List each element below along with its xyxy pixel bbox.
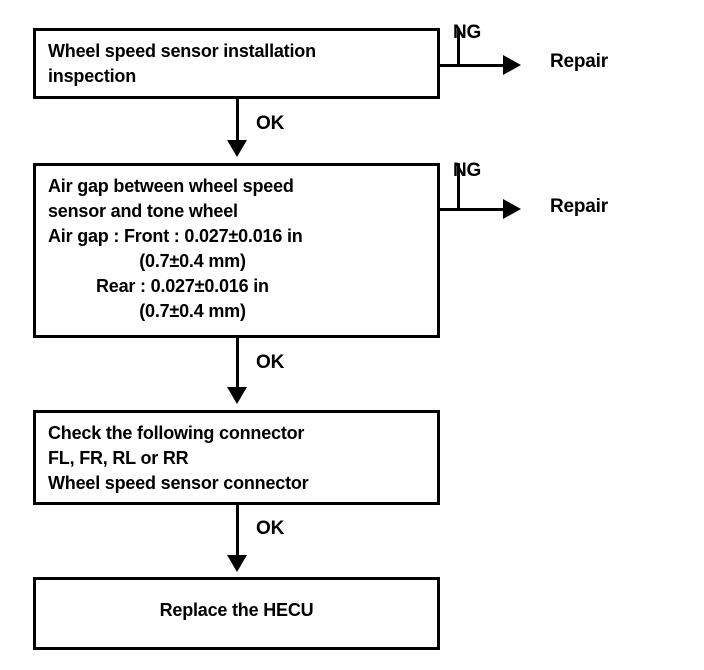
ng-branch-1-arrowhead [503,55,521,75]
ok-connector-1-label: OK [256,113,285,134]
ok-connector-3-arrowhead [227,555,247,572]
repair-outcome-2: Repair [550,196,608,217]
ok-connector-3-line [236,505,239,558]
box-replace: Replace the HECU [33,577,440,650]
box-connector: Check the following connector FL, FR, RL… [33,410,440,505]
ok-connector-1-line [236,99,239,144]
box-inspection-text: Wheel speed sensor installation inspecti… [48,41,316,86]
ng-branch-2-label: NG [453,160,482,181]
ng-branch-2-riser [457,163,460,210]
box-replace-text: Replace the HECU [159,600,314,620]
box-connector-text: Check the following connector FL, FR, RL… [48,423,309,493]
box-air-gap: Air gap between wheel speed sensor and t… [33,163,440,338]
ok-connector-1-arrowhead [227,140,247,157]
box-air-gap-text: Air gap between wheel speed sensor and t… [48,176,303,321]
box-inspection: Wheel speed sensor installation inspecti… [33,28,440,99]
ok-connector-3-label: OK [256,518,285,539]
repair-outcome-1: Repair [550,51,608,72]
ng-branch-2-arrowhead [503,199,521,219]
ok-connector-2-arrowhead [227,387,247,404]
ng-branch-2-line [440,208,505,211]
ok-connector-2-label: OK [256,352,285,373]
ng-branch-1-label: NG [453,22,482,43]
ok-connector-2-line [236,338,239,390]
ng-branch-1-line [440,64,505,67]
ng-branch-1-riser [457,28,460,67]
